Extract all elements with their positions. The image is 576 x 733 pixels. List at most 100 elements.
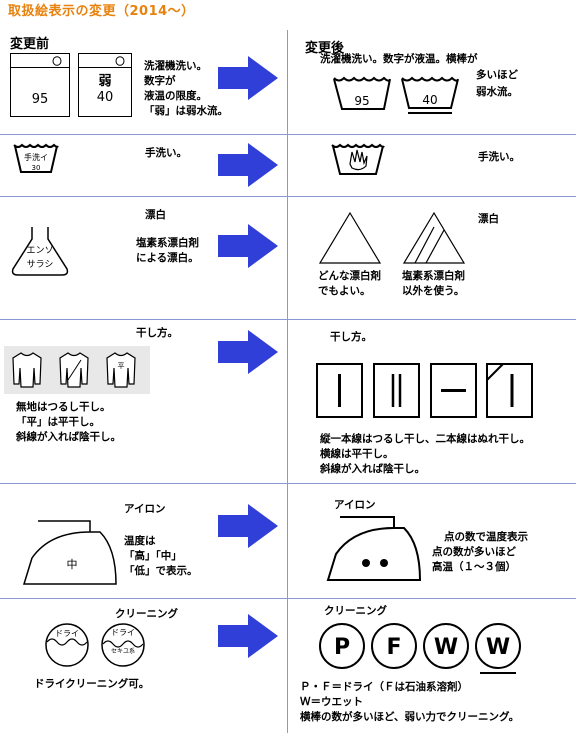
bleach-before-title: 漂白 [145, 209, 166, 221]
circle-w-gentle-icon: W [475, 623, 521, 674]
shirt-shade-icon [59, 352, 89, 388]
text-line: 数字が [144, 75, 176, 87]
dry-square-flat-icon [430, 363, 477, 418]
hand-wash-tub-icon: 手洗イ 30 [13, 143, 59, 173]
wash-box-95: 95 [10, 53, 70, 117]
circle-letter: W [486, 635, 510, 660]
wash-after-text-2: 多いほど [476, 69, 518, 81]
text-line: Ｗ＝ウエット [300, 696, 363, 708]
text-line: どんな漂白剤 [318, 270, 381, 282]
text-line: 以外を使う。 [402, 285, 465, 297]
text-line: 横線は平干し。 [320, 448, 394, 460]
drying-before-title: 干し方。 [136, 327, 178, 339]
flask-label: エンソ [26, 246, 53, 256]
circle-w-icon: W [423, 623, 469, 669]
cleaning-before-title: クリーニング [115, 608, 178, 620]
right-arrow-icon [218, 143, 278, 187]
cleaning-after-title: クリーニング [324, 605, 387, 617]
row-divider [0, 196, 576, 197]
text-line: 高温（１～３個） [432, 561, 516, 573]
right-arrow-icon [218, 614, 278, 658]
handwash-before-text: 手洗い。 [145, 147, 187, 159]
hand-wash-icon [331, 143, 385, 175]
circle-f-icon: F [371, 623, 417, 669]
iron-label: 中 [67, 558, 78, 571]
page-title: 取扱絵表示の変更（2014～） [8, 4, 195, 19]
row-divider [0, 319, 576, 320]
ironing-before-text: 温度は 「高」「中」 「低」で表示。 [124, 534, 198, 579]
right-arrow-icon [218, 330, 278, 374]
text-line: 斜線が入れば陰干し。 [320, 463, 425, 475]
shirt-flat-icon: 平 [106, 352, 136, 388]
bleach-after-text-1: どんな漂白剤 でもよい。 [318, 269, 381, 299]
cleaning-before-text: ドライクリーニング可。 [34, 678, 150, 690]
row-divider [0, 134, 576, 135]
right-arrow-icon [218, 504, 278, 548]
text-line: Ｐ・Ｆ＝ドライ（Ｆは石油系溶剤） [300, 681, 468, 693]
flask-icon: エンソ サラシ [11, 227, 69, 276]
text-line: でもよい。 [318, 285, 371, 297]
dry-petroleum-circle-icon: ドライ セキユ系 [101, 623, 145, 667]
before-header: 変更前 [10, 37, 50, 52]
dry-square-two-line-icon [373, 363, 420, 418]
column-divider [287, 30, 288, 733]
wash-box-temp: 95 [31, 92, 49, 107]
text-line: 点の数で温度表示 [444, 531, 528, 543]
row-divider [0, 483, 576, 484]
text-line: 「低」で表示。 [124, 565, 198, 577]
drying-after-title: 干し方。 [330, 331, 372, 343]
text-line: 塩素系漂白剤 [402, 270, 465, 282]
dry-circle-icon: ドライ [45, 623, 89, 667]
text-line: 洗濯機洗い。 [144, 60, 207, 72]
dial-icon [52, 56, 62, 66]
bleach-after-text-2: 塩素系漂白剤 以外を使う。 [402, 269, 465, 299]
ironing-before-title: アイロン [124, 503, 166, 515]
text-line: 塩素系漂白剤 [136, 237, 199, 249]
circle-letter: P [334, 635, 350, 660]
flask-label: サラシ [27, 259, 54, 270]
dial-icon [115, 56, 125, 66]
drying-after-text: 縦一本線はつるし干し、二本線はぬれ干し。 横線は平干し。 斜線が入れば陰干し。 [320, 432, 530, 477]
row-divider [0, 598, 576, 599]
cleaning-after-text: Ｐ・Ｆ＝ドライ（Ｆは石油系溶剤） Ｗ＝ウエット 横棒の数が多いほど、弱い力でクリ… [300, 680, 519, 725]
wash-tub-weak-icon: 40 [401, 76, 459, 114]
wash-after-text-1: 洗濯機洗い。数字が液温。横棒が [320, 53, 478, 65]
wash-box-weak-label: 弱 [98, 74, 112, 89]
wash-after-text-3: 弱水流。 [476, 86, 518, 98]
text-line: 無地はつるし干し。 [16, 401, 111, 413]
text-line: 点の数が多いほど [432, 546, 516, 558]
hand-wash-label: 手洗イ [24, 152, 48, 162]
shirt-icon [12, 352, 42, 388]
text-line: 「弱」は弱水流。 [144, 105, 228, 117]
dry-square-line-icon [316, 363, 363, 418]
triangle-no-chlorine-icon [402, 211, 466, 264]
bleach-before-text: 塩素系漂白剤 による漂白。 [136, 236, 199, 266]
handwash-after-text: 手洗い。 [478, 151, 520, 163]
bleach-after-title: 漂白 [478, 213, 499, 225]
circle-label: ドライ [55, 629, 79, 638]
hand-wash-temp: 30 [32, 164, 41, 172]
wash-box-temp: 40 [96, 90, 114, 105]
iron-two-dots-icon [326, 516, 422, 581]
tub-temp: 95 [354, 94, 369, 108]
after-header: 変更後 [305, 41, 345, 56]
ironing-after-title: アイロン [334, 499, 376, 511]
circle-letter: W [434, 635, 458, 660]
circle-label: ドライ [111, 628, 135, 637]
circle-p-icon: P [319, 623, 365, 669]
dry-square-shade-icon [486, 363, 533, 418]
text-line: 温度は [124, 535, 156, 547]
circle-label: セキユ系 [111, 647, 135, 655]
circle-letter: F [386, 635, 401, 660]
triangle-icon [318, 211, 382, 264]
flat-label: 平 [118, 362, 125, 370]
iron-icon: 中 [22, 520, 117, 585]
right-arrow-icon [218, 56, 278, 100]
text-line: 横棒の数が多いほど、弱い力でクリーニング。 [300, 711, 520, 723]
text-line: 「高」「中」 [124, 550, 182, 562]
drying-before-text: 無地はつるし干し。 「平」は平干し。 斜線が入れば陰干し。 [16, 400, 121, 445]
text-line: 液温の限度。 [144, 90, 207, 102]
tub-temp: 40 [422, 93, 437, 107]
wash-box-weak-40: 弱 40 [78, 53, 132, 117]
text-line: による漂白。 [136, 252, 199, 264]
